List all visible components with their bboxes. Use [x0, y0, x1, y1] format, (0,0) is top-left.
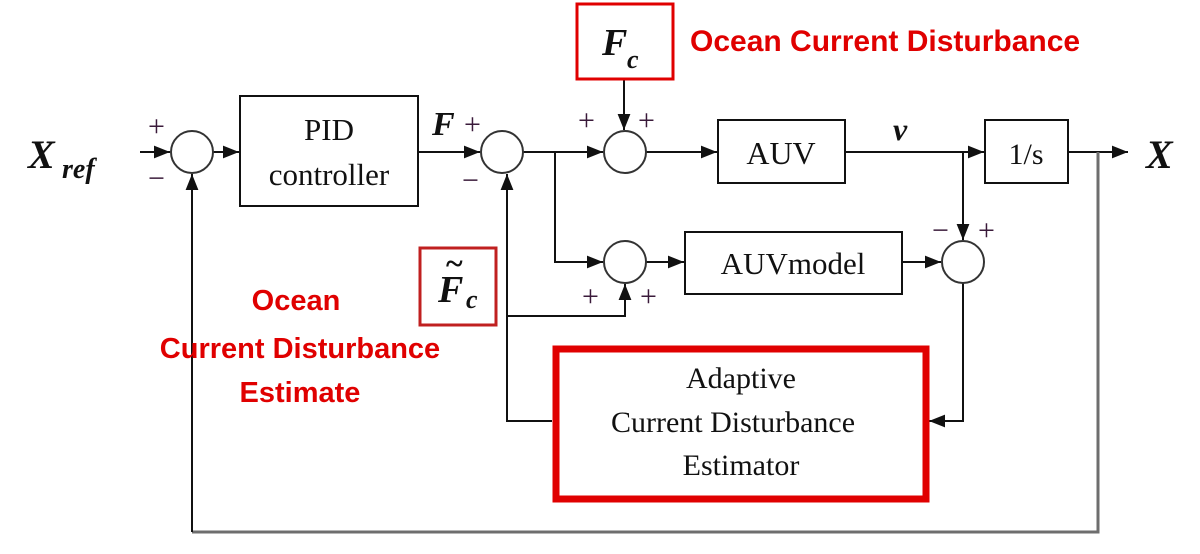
sum2-top-sign: + [464, 108, 481, 141]
auv-block: AUV [717, 119, 846, 184]
signs: + − + − + + + + − + [148, 104, 995, 313]
estimator-label-line1: Adaptive [686, 362, 796, 395]
auv-label: AUV [746, 135, 815, 171]
pid-controller-block: PID controller [239, 95, 419, 207]
sum1-top-sign: + [148, 110, 165, 143]
disturbance-annotation: Ocean Current Disturbance [690, 25, 1080, 58]
sum5-left-sign: − [932, 214, 949, 247]
wire-branch-sum4 [554, 152, 603, 269]
auv-model-label: AUVmodel [721, 246, 866, 281]
sum5-right-sign: + [978, 214, 995, 247]
pid-label-line2: controller [269, 157, 390, 192]
wire-feedback [192, 152, 1100, 534]
auv-model-block: AUVmodel [684, 231, 903, 295]
estimate-annotation: Ocean Current Disturbance Estimate [160, 285, 440, 409]
disturbance-estimate-sub: c [466, 285, 478, 314]
sum-junction-5 [941, 240, 985, 284]
input-label: X ref [26, 132, 97, 185]
sum2-bottom-sign: − [462, 164, 479, 197]
disturbance-estimate-accent: ~ [446, 245, 463, 281]
pid-label-line1: PID [304, 112, 354, 147]
wire-estimator-sum2 [500, 174, 552, 422]
velocity-label: v [893, 111, 908, 147]
disturbance-box: F c [575, 2, 675, 81]
sum3-left-sign: + [578, 104, 595, 137]
wires [140, 80, 1128, 534]
sum4-right-sign: + [640, 280, 657, 313]
estimator-block: Adaptive Current Disturbance Estimator [552, 345, 930, 503]
estimator-label-line3: Estimator [683, 449, 800, 482]
sum3-right-sign: + [638, 104, 655, 137]
sum-junction-2 [480, 130, 524, 174]
wire-estimate-sum4 [507, 284, 632, 317]
disturbance-symbol-main: F [601, 22, 627, 64]
input-label-main: X [26, 132, 56, 177]
wire-sum5-estimator [929, 283, 964, 428]
disturbance-estimate-main: F [437, 269, 463, 311]
estimate-annotation-line2: Current Disturbance [160, 333, 440, 365]
integrator-label: 1/s [1008, 138, 1043, 171]
sum-junction-1 [170, 130, 214, 174]
estimator-label-line2: Current Disturbance [611, 406, 855, 439]
sum-junction-3 [603, 130, 647, 174]
estimate-annotation-line3: Estimate [240, 377, 361, 409]
disturbance-symbol-sub: c [627, 45, 639, 74]
force-label: F [431, 106, 455, 143]
output-label: X [1144, 132, 1174, 177]
input-label-sub: ref [62, 154, 97, 185]
sum-junction-4 [603, 240, 647, 284]
sum4-left-sign: + [582, 280, 599, 313]
disturbance-estimate-box: ~ F c [418, 245, 498, 327]
sum1-bottom-sign: − [148, 162, 165, 195]
estimate-annotation-line1: Ocean [252, 285, 341, 317]
integrator-block: 1/s [984, 119, 1069, 184]
